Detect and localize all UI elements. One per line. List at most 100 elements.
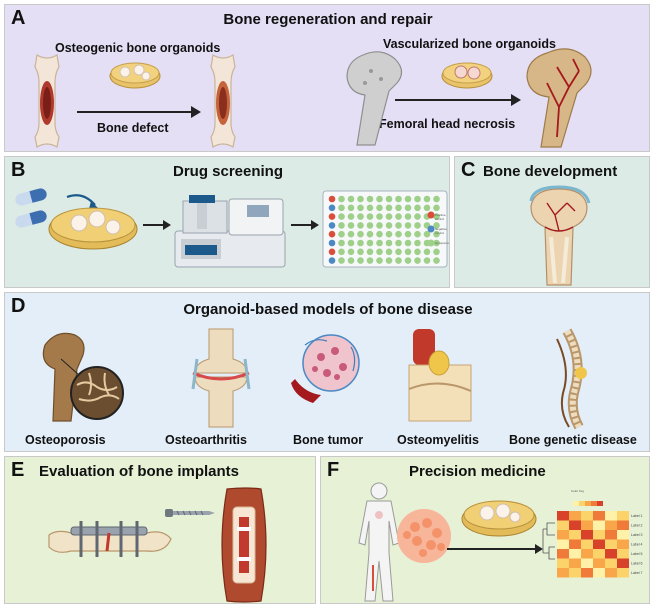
well [347,204,355,212]
heatmap-cell [605,568,617,578]
arrow-icon [77,106,201,118]
heatmap-cell [605,520,617,530]
heatmap-cell [569,539,581,549]
panel-a-title: Bone regeneration and repair [223,11,433,28]
well [385,204,393,212]
well [414,239,421,247]
heatmap-color-key-title: Color Key [571,489,585,493]
heatmap-cell [569,530,581,540]
label-bone-defect: Bone defect [97,121,169,135]
implant-tissue-section-icon [221,487,267,603]
well [376,248,383,256]
well [395,195,402,203]
well [347,213,355,220]
well [328,230,336,238]
heatmap-cell [569,511,581,521]
well [366,195,374,203]
heatmap-cell [557,539,569,549]
well [395,239,402,247]
well [338,195,345,203]
panel-c: C Bone development [454,156,650,288]
panel-b-letter: B [11,159,26,181]
heatmap-cell [593,520,605,530]
well [338,257,345,264]
well [338,239,345,247]
heatmap-cell [569,568,581,578]
well [423,204,431,212]
well [366,213,374,220]
well [395,257,402,264]
drug-dish-icon [48,194,138,250]
well [404,222,412,229]
well [366,248,374,256]
arrow-icon [291,220,319,230]
screening-machine-icon [174,195,286,268]
dendrogram [542,522,555,560]
panel-b-title: Drug screening [172,163,284,180]
heatmap-cell [569,520,581,530]
well [328,248,336,256]
arrow-icon [143,220,171,230]
well [433,239,440,247]
well [328,204,336,212]
well [414,195,421,203]
well [366,222,374,229]
well [423,257,431,264]
legend-dot-icon [427,239,435,247]
vascular-organoid-dish-icon [441,62,493,89]
growth-plate-bone-icon [529,185,591,286]
well [423,248,431,256]
bone-repaired-icon [210,54,236,148]
bone-defect-icon [34,54,60,148]
patient-body-icon [358,482,400,602]
heatmap-cell [581,568,593,578]
well [433,257,440,264]
color-key-swatch [591,501,597,506]
label-osteomyelitis: Osteomyelitis [397,433,479,447]
heatmap-cell [581,530,593,540]
panel-c-letter: C [461,159,476,181]
panel-d-title: Organoid-based models of bone disease [183,301,473,318]
pill-icon [15,188,47,228]
heatmap-cell [617,558,629,568]
well [347,230,355,238]
panel-b: B Drug screening Positive control Negat [4,156,450,288]
heatmap-cell [617,549,629,559]
heatmap-cell [605,511,617,521]
label-osteoporosis: Osteoporosis [25,433,106,447]
well [338,222,345,229]
well [385,239,393,247]
heatmap-cell [605,539,617,549]
well [328,213,336,220]
well [423,230,431,238]
well [414,230,421,238]
heatmap-cell [557,511,569,521]
arrow-icon [395,94,521,106]
well [404,239,412,247]
well [347,239,355,247]
heatmap-row-label: Label 1 [631,514,643,518]
patient-cells-icon [397,509,451,563]
color-key-swatch [597,501,603,506]
well [433,195,440,203]
label-femoral-head-necrosis: Femoral head necrosis [379,117,516,131]
heatmap-cell [569,549,581,559]
heatmap-cell [557,549,569,559]
well [338,230,345,238]
well [376,230,383,238]
well [376,204,383,212]
well [328,239,336,247]
well [433,213,440,220]
spine-icon [556,328,587,430]
well [385,213,393,220]
well [366,230,374,238]
well [395,230,402,238]
heatmap-cell [557,558,569,568]
well [357,204,364,212]
well [404,248,412,256]
heatmap-row-label: Label 7 [631,571,643,575]
well [385,257,393,264]
legend-positive-control: Positive control [435,213,446,221]
label-bone-genetic-disease: Bone genetic disease [509,433,637,447]
well [357,239,364,247]
